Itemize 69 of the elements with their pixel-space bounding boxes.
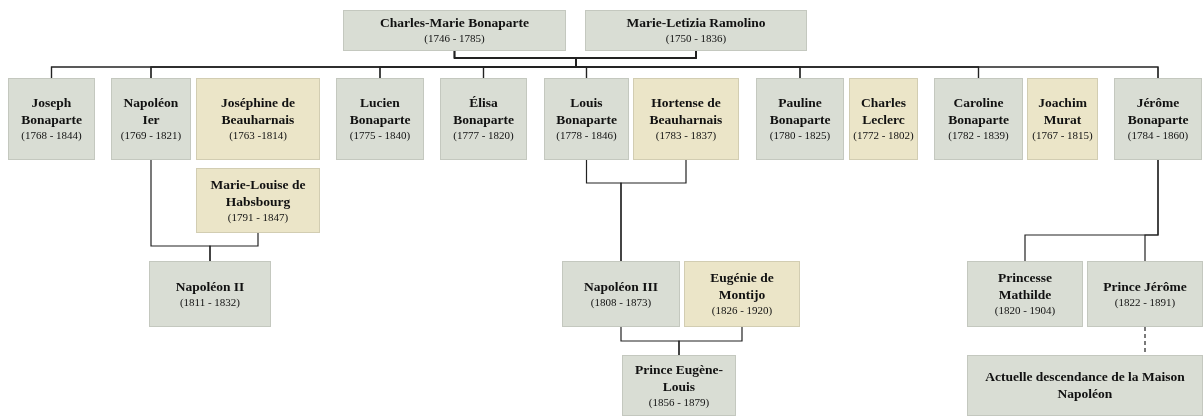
life-dates: (1763 -1814)	[229, 129, 287, 143]
person-box	[149, 261, 271, 327]
person-box	[1114, 78, 1202, 160]
person-name: Louis Bonaparte	[555, 95, 618, 129]
person-name: Pauline Bonaparte	[768, 95, 832, 129]
life-dates: (1777 - 1820)	[453, 129, 514, 143]
life-dates: (1746 - 1785)	[424, 32, 485, 46]
person-box	[1027, 78, 1098, 160]
life-dates: (1775 - 1840)	[349, 129, 411, 143]
person-box	[544, 78, 629, 160]
family-line	[620, 159, 687, 262]
life-dates: (1783 - 1837)	[655, 129, 717, 143]
person-name: Napoléon II	[175, 278, 245, 296]
person-name: Jérôme Bonaparte	[1126, 95, 1190, 129]
life-dates: (1780 - 1825)	[769, 129, 831, 143]
life-dates: (1772 - 1802)	[853, 129, 914, 143]
person-name: Hortense de Beauharnais	[648, 95, 724, 129]
person-box	[336, 78, 424, 160]
person-name: Marie-Louise de Habsbourg	[209, 176, 307, 211]
person-name: Eugénie de Montijo	[709, 270, 775, 304]
person-name: Charles Leclerc	[860, 95, 907, 129]
person-name: Napoléon III	[584, 278, 658, 296]
family-line	[1144, 159, 1159, 262]
life-dates: (1820 - 1904)	[994, 304, 1056, 318]
life-dates: (1856 - 1879)	[648, 395, 710, 410]
person-box	[633, 78, 739, 160]
person-box	[967, 261, 1083, 327]
life-dates: (1808 - 1873)	[590, 295, 652, 310]
person-box	[562, 261, 680, 327]
life-dates: (1768 - 1844)	[21, 129, 82, 143]
person-name: Prince Eugène-Louis	[633, 361, 725, 396]
person-name: Prince Jérôme	[1103, 278, 1187, 296]
life-dates: (1791 - 1847)	[227, 210, 289, 225]
person-box	[196, 168, 320, 233]
person-name: Joachim Murat	[1037, 95, 1088, 129]
person-box	[585, 10, 807, 51]
life-dates: (1778 - 1846)	[556, 129, 617, 143]
person-name: Caroline Bonaparte	[947, 95, 1010, 129]
life-dates: (1782 - 1839)	[948, 129, 1009, 143]
life-dates: (1769 - 1821)	[120, 129, 182, 143]
person-box	[756, 78, 844, 160]
person-name: Marie-Letizia Ramolino	[626, 15, 766, 33]
life-dates: (1811 - 1832)	[179, 295, 241, 310]
person-name: Princesse Mathilde	[997, 270, 1053, 304]
person-box	[440, 78, 527, 160]
person-box	[343, 10, 566, 51]
person-name: Napoléon Ier	[122, 95, 180, 129]
person-box	[111, 78, 191, 160]
person-name: Charles-Marie Bonaparte	[380, 15, 529, 33]
person-box	[684, 261, 800, 327]
person-box	[849, 78, 918, 160]
person-box	[196, 78, 320, 160]
family-line	[209, 232, 259, 262]
family-line	[678, 326, 743, 356]
person-name: Joséphine de Beauharnais	[220, 95, 296, 129]
person-box	[1087, 261, 1203, 327]
person-name: Élisa Bonaparte	[452, 95, 515, 129]
life-dates: (1826 - 1920)	[711, 304, 773, 318]
person-name: Actuelle descendance de la Maison Napoléon	[984, 368, 1186, 403]
person-name: Lucien Bonaparte	[348, 95, 412, 129]
life-dates: (1767 - 1815)	[1032, 129, 1093, 143]
life-dates: (1822 - 1891)	[1114, 295, 1176, 310]
person-box	[622, 355, 736, 416]
person-name: Joseph Bonaparte	[20, 95, 83, 129]
life-dates: (1750 - 1836)	[665, 32, 727, 46]
person-box	[934, 78, 1023, 160]
person-box	[8, 78, 95, 160]
person-box	[967, 355, 1203, 416]
life-dates: (1784 - 1860)	[1127, 129, 1189, 143]
